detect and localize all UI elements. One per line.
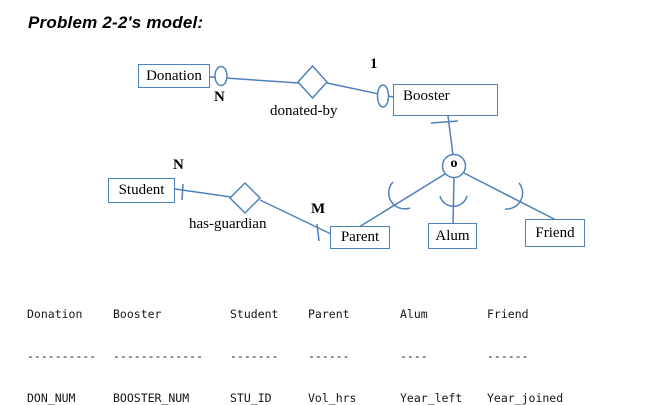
subset-arc-friend <box>504 182 524 210</box>
subset-arc-parent <box>388 181 411 210</box>
schema-header: Donation <box>27 307 83 321</box>
entity-friend: Friend <box>525 219 585 247</box>
tick-booster-total <box>430 120 459 124</box>
optionality-oval-booster <box>376 84 390 108</box>
cardinality-n-donation: N <box>214 89 225 105</box>
schema-header: Friend <box>487 307 529 321</box>
schema-column-donation: Donation ---------- DON_NUM Don_date Don… <box>27 279 96 405</box>
line-student-to-diamond <box>174 188 232 198</box>
schema-attributes: Year_left <box>400 391 463 405</box>
schema-column-friend: Friend ------ Year_joined <box>487 279 563 405</box>
schema-header: Student <box>230 307 279 321</box>
diamond-donated-by <box>296 64 329 100</box>
schema-header: Alum <box>400 307 428 321</box>
entity-alum: Alum <box>428 223 477 249</box>
entity-parent: Parent <box>330 226 390 249</box>
schema-column-parent: Parent ------ Vol_hrs Prefd_phone <box>308 279 384 405</box>
schema-underline: ------------- <box>113 349 204 363</box>
relationship-label-donated-by: donated-by <box>270 103 338 119</box>
schema-attributes: Vol_hrs Prefd_phone <box>308 391 357 405</box>
schema-header: Parent <box>308 307 350 321</box>
entity-booster: Booster <box>393 84 498 116</box>
schema-attributes: DON_NUM Don_date Don_amount <box>27 391 76 405</box>
line-diamond-to-parent <box>259 199 332 235</box>
schema-underline: ---------- <box>27 349 97 363</box>
entity-student: Student <box>108 178 175 203</box>
subset-arc-alum <box>439 195 468 208</box>
page-title: Problem 2-2's model: <box>28 13 204 32</box>
diamond-has-guardian <box>228 181 262 215</box>
cardinality-m-parent: M <box>311 201 326 217</box>
schema-column-student: Student ------- STU_ID Stu_lname Stu_fna… <box>230 279 292 405</box>
schema-attributes: Year_joined <box>487 391 564 405</box>
line-circle-to-alum <box>452 177 455 225</box>
tick-parent-side <box>316 223 320 242</box>
schema-underline: ------ <box>308 349 350 363</box>
schema-attributes: STU_ID Stu_lname Stu_fname Stu_grade Stu… <box>230 391 272 405</box>
relationship-label-has-guardian: has-guardian <box>189 216 267 232</box>
subtype-circle <box>441 153 467 179</box>
tick-student-side <box>181 183 184 201</box>
line-circle-to-friend <box>463 172 557 221</box>
entity-donation: Donation <box>138 64 210 88</box>
schema-underline: ------- <box>230 349 279 363</box>
schema-header: Booster <box>113 307 162 321</box>
schema-underline: ---- <box>400 349 428 363</box>
subtype-symbol-o: o <box>450 156 458 171</box>
line-booster-to-circle <box>447 115 454 156</box>
schema-underline: ------ <box>487 349 529 363</box>
schema-column-booster: Booster ------------- BOOSTER_NUM Booste… <box>113 279 203 405</box>
cardinality-1-booster: 1 <box>370 56 378 72</box>
optionality-oval-donation <box>214 65 228 87</box>
schema-attributes: BOOSTER_NUM Booster_lname Booster_fname … <box>113 391 190 405</box>
cardinality-n-student: N <box>173 157 184 173</box>
schema-column-alum: Alum ---- Year_left <box>400 279 462 405</box>
line-circle-to-parent <box>358 173 446 228</box>
